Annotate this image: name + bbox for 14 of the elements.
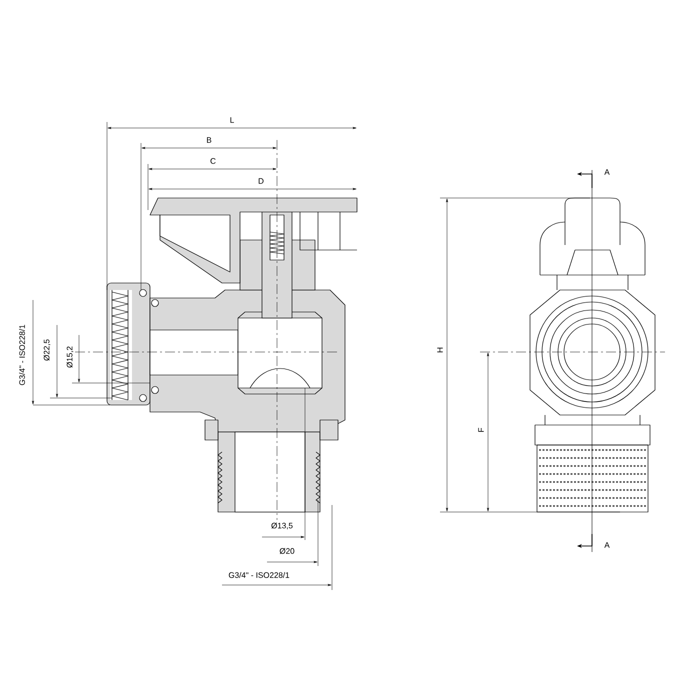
section-label: A — [604, 169, 610, 175]
dimension-label: D — [258, 178, 264, 184]
dimension-label: B — [207, 137, 212, 143]
dimension-label: H — [437, 348, 443, 352]
dimension-label: L — [230, 117, 234, 123]
dimension-label: G3/4" - ISO228/1 — [228, 572, 290, 578]
dimension-label: Ø13,5 — [271, 522, 293, 530]
dimension-label: C — [210, 158, 216, 164]
dimension-label: Ø20 — [280, 548, 294, 554]
dimension-label: Ø15,2 — [66, 346, 74, 368]
section-label: A — [604, 542, 610, 548]
dimension-label: F — [478, 428, 484, 432]
dimension-label: G3/4" - ISO228/1 — [19, 324, 25, 386]
dimension-label: Ø22,5 — [44, 339, 50, 361]
